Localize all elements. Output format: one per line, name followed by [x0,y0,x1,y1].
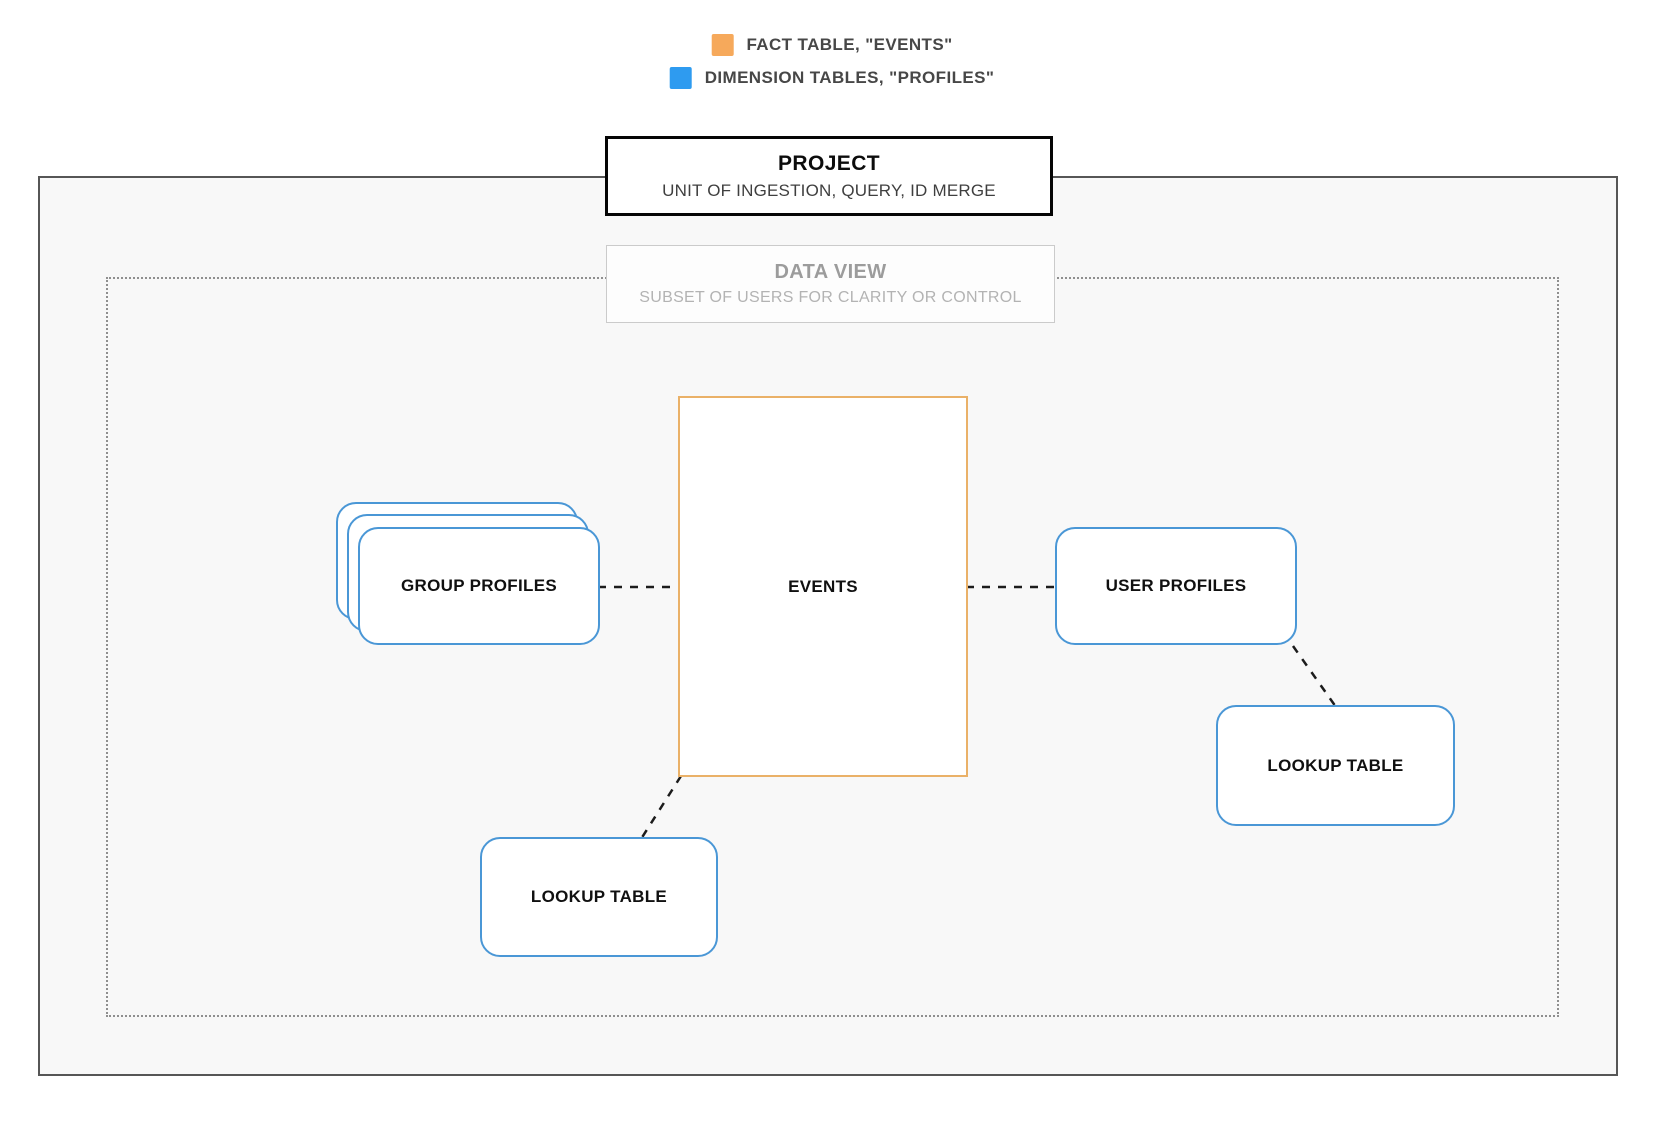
legend-label-dimension-tables: DIMENSION TABLES, "PROFILES" [704,68,995,87]
legend-label-fact-table: FACT TABLE, "EVENTS" [746,35,953,54]
node-lookup-table-right: LOOKUP TABLE [1216,705,1455,826]
node-lookup-table-right-label: LOOKUP TABLE [1267,755,1404,775]
node-lookup-table-bottom-label: LOOKUP TABLE [530,887,668,906]
group-profiles-card-front: GROUP PROFILES [358,527,600,645]
node-user-profiles: USER PROFILES [1055,527,1297,645]
dimension-tables-swatch-icon [669,67,692,89]
node-group-profiles-label: GROUP PROFILES [401,576,557,595]
project-title: PROJECT [778,151,880,175]
project-header-box: PROJECT UNIT OF INGESTION, QUERY, ID MER… [605,136,1053,216]
node-user-profiles-label: USER PROFILES [1105,576,1247,595]
node-lookup-table-bottom: LOOKUP TABLE [480,837,718,957]
fact-table-swatch-icon [711,34,734,56]
legend-item-dimension-tables: DIMENSION TABLES, "PROFILES" [669,67,995,89]
data-view-subtitle: SUBSET OF USERS FOR CLARITY OR CONTROL [639,289,1022,306]
node-events-label: EVENTS [788,576,858,596]
node-events: EVENTS [678,396,968,777]
project-subtitle: UNIT OF INGESTION, QUERY, ID MERGE [662,180,996,200]
data-view-title: DATA VIEW [774,261,887,283]
node-group-profiles: GROUP PROFILES [336,502,602,647]
legend: FACT TABLE, "EVENTS" DIMENSION TABLES, "… [669,34,995,89]
legend-item-fact-table: FACT TABLE, "EVENTS" [711,34,952,56]
data-view-header-box: DATA VIEW SUBSET OF USERS FOR CLARITY OR… [606,245,1055,323]
